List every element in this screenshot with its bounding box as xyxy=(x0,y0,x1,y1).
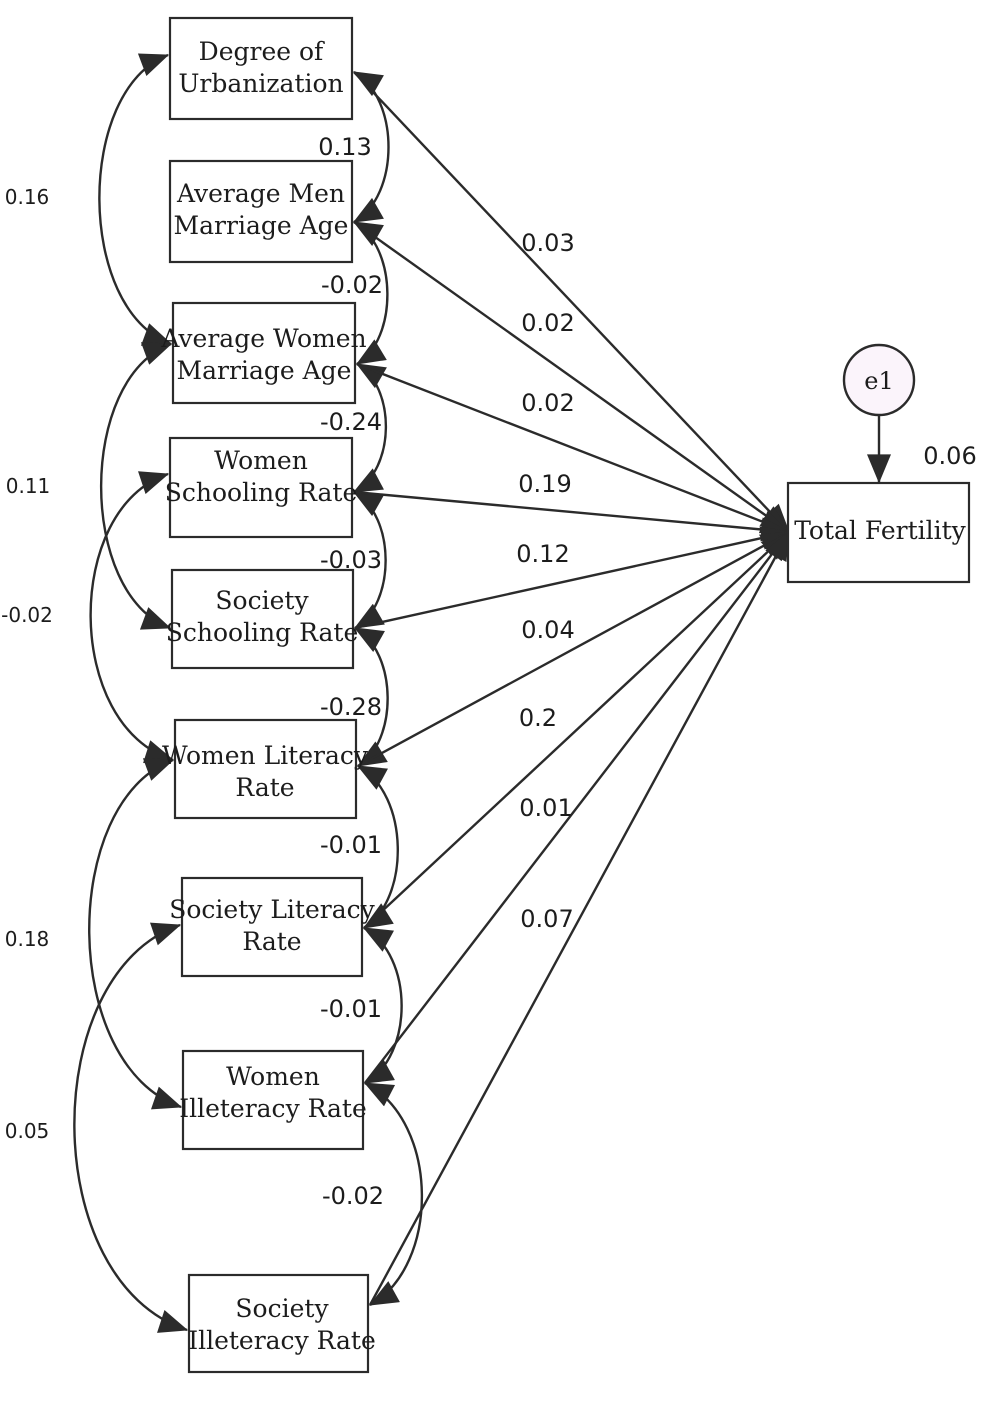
regression-path-arrows xyxy=(353,71,791,1306)
covariance-arc-2 xyxy=(352,362,388,494)
path-arrow-women-illiteracy xyxy=(364,531,790,1084)
path-coefficient: 0.12 xyxy=(516,540,569,568)
path-coefficient: 0.19 xyxy=(518,470,571,498)
covariance-value: 0.11 xyxy=(6,474,51,498)
path-arrow-women-schooling xyxy=(353,490,791,542)
variable-label-line: Women Literacy xyxy=(162,741,369,770)
outcome-label: Total Fertility xyxy=(794,516,966,545)
path-coefficient: 0.02 xyxy=(521,389,574,417)
path-coefficient-labels: 0.03 0.02 0.02 0.19 0.12 0.04 0.2 0.01 0… xyxy=(516,229,574,933)
long-covariance-arcs xyxy=(73,53,189,1333)
variable-label-line: Illeteracy Rate xyxy=(188,1326,376,1355)
variable-label-line: Marriage Age xyxy=(174,211,349,240)
path-arrow-women-marriage xyxy=(356,362,791,534)
variable-box-society-illiteracy-rate: Society Illeteracy Rate xyxy=(187,1273,376,1374)
covariance-arc-3 xyxy=(352,490,387,630)
covariance-value: -0.02 xyxy=(1,603,53,627)
variable-box-urbanization: Degree of Urbanization xyxy=(168,16,354,121)
variable-label-line: Urbanization xyxy=(178,69,343,98)
long-covariance-labels: 0.16 0.11 -0.02 0.18 0.05 xyxy=(1,185,53,1143)
covariance-value: 0.18 xyxy=(5,927,50,951)
long-covariance-arc-0 xyxy=(98,53,173,346)
variable-label-line: Society xyxy=(215,586,309,615)
covariance-value: 0.05 xyxy=(5,1119,50,1143)
path-arrow-women-literacy xyxy=(357,530,791,768)
variable-label-line: Rate xyxy=(235,773,294,802)
path-coefficient: 0.03 xyxy=(521,229,574,257)
covariance-arc-6 xyxy=(362,926,403,1085)
long-covariance-arc-3 xyxy=(88,758,183,1110)
error-term-e1: e1 xyxy=(842,343,916,484)
path-arrow-society-literacy xyxy=(363,531,790,929)
path-coefficient: 0.2 xyxy=(519,704,557,732)
variable-box-women-illiteracy-rate: Women Illeteracy Rate xyxy=(179,1049,367,1151)
variable-box-men-marriage-age: Average Men Marriage Age xyxy=(168,159,354,264)
covariance-value: -0.03 xyxy=(320,546,382,574)
path-arrow-society-schooling xyxy=(354,526,791,630)
variable-label-line: Rate xyxy=(242,927,301,956)
covariance-value: -0.01 xyxy=(320,995,382,1023)
variable-label-line: Women xyxy=(226,1062,320,1091)
path-coefficient: 0.01 xyxy=(519,794,572,822)
covariance-value: -0.02 xyxy=(322,1182,384,1210)
variable-label-line: Schooling Rate xyxy=(166,618,359,647)
r-squared-label: 0.06 xyxy=(923,442,976,470)
covariance-arc-7 xyxy=(363,1081,424,1307)
long-covariance-arc-1 xyxy=(100,342,173,630)
adjacent-covariance-arcs xyxy=(352,70,424,1307)
covariance-arc-0 xyxy=(352,70,390,224)
variable-box-women-schooling-rate: Women Schooling Rate xyxy=(165,436,358,539)
long-covariance-arc-2 xyxy=(89,471,175,764)
outcome-box-total-fertility: Total Fertility xyxy=(786,481,971,584)
path-arrow-urbanization xyxy=(353,71,790,533)
variable-box-society-schooling-rate: Society Schooling Rate xyxy=(166,568,359,670)
covariance-value: -0.01 xyxy=(320,831,382,859)
variable-label-line: Society xyxy=(235,1294,329,1323)
variable-label-line: Average Women xyxy=(160,324,366,353)
variable-label-line: Schooling Rate xyxy=(165,478,358,507)
variable-label-line: Illeteracy Rate xyxy=(179,1094,367,1123)
variable-label-line: Average Men xyxy=(176,179,345,208)
variable-label-line: Degree of xyxy=(199,37,325,66)
path-arrow-men-marriage xyxy=(353,221,790,533)
covariance-arc-4 xyxy=(353,626,389,768)
covariance-value: 0.16 xyxy=(5,185,50,209)
variable-label-line: Women xyxy=(214,446,308,475)
covariance-value: -0.28 xyxy=(320,693,382,721)
covariance-value: -0.24 xyxy=(320,408,382,436)
covariance-value: -0.02 xyxy=(321,271,383,299)
path-coefficient: 0.02 xyxy=(521,309,574,337)
path-coefficient: 0.04 xyxy=(521,616,574,644)
long-covariance-arc-4 xyxy=(73,922,189,1333)
covariance-value: 0.13 xyxy=(318,133,371,161)
variable-label-line: Marriage Age xyxy=(177,356,352,385)
variable-box-women-marriage-age: Average Women Marriage Age xyxy=(160,301,367,405)
error-term-label: e1 xyxy=(864,367,893,395)
path-arrow-society-illiteracy xyxy=(368,530,791,1306)
variable-label-line: Society Literacy xyxy=(169,895,375,924)
covariance-arc-1 xyxy=(352,220,389,366)
path-coefficient: 0.07 xyxy=(520,905,573,933)
variable-box-society-literacy-rate: Society Literacy Rate xyxy=(169,876,376,978)
variable-box-women-literacy-rate: Women Literacy Rate xyxy=(162,718,369,820)
adjacent-covariance-labels: 0.13 -0.02 -0.24 -0.03 -0.28 -0.01 -0.01… xyxy=(318,133,384,1210)
